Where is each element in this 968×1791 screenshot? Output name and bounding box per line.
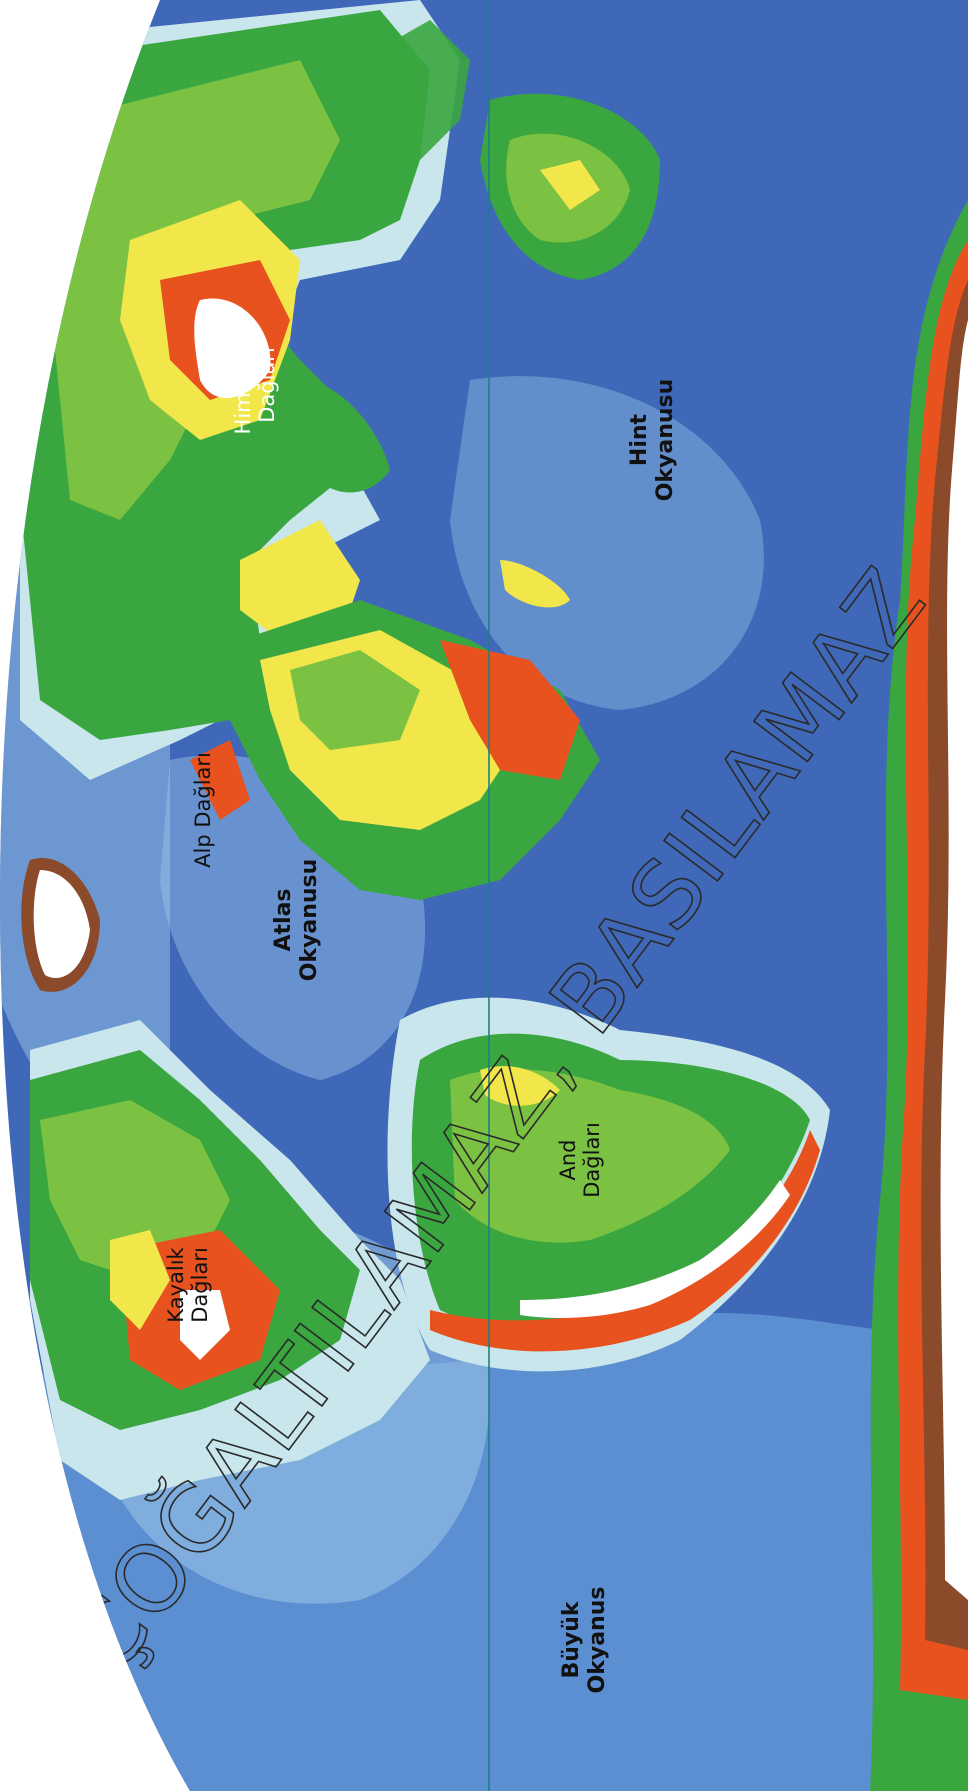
highland-east-africa (440, 640, 580, 780)
label-indian-line1: Hint (627, 413, 652, 466)
landmass-india (289, 380, 390, 493)
plateau-brazil (480, 1066, 560, 1106)
plains-eurasia (50, 60, 340, 520)
highland-australia (540, 160, 600, 210)
label-andes-line1: And (556, 1139, 580, 1180)
label-himalaya-line1: Himalaya (231, 336, 255, 435)
ice-andes (520, 1180, 790, 1318)
ice-greenland (33, 870, 90, 978)
label-rockies-line2: Dağları (188, 1247, 212, 1323)
ice-rockies (180, 1290, 230, 1360)
shallow-ocean-indian (450, 376, 764, 710)
label-pacific-line2: Okyanus (585, 1587, 610, 1694)
label-andes-line2: Dağları (580, 1122, 604, 1198)
plains-north-america (40, 1100, 230, 1280)
landmass-madagascar (500, 560, 570, 608)
ice-tibet (194, 298, 271, 399)
label-indian-line2: Okyanusu (653, 379, 678, 502)
label-himalaya-line2: Dağları (255, 347, 279, 423)
label-alps: Alp Dağları (191, 752, 215, 868)
plateau-rockies (110, 1230, 170, 1330)
plains-south-america (450, 1069, 730, 1243)
label-atlantic-line1: Atlas (271, 888, 296, 951)
label-rockies-line1: Kayalık (164, 1246, 188, 1322)
mountain-alps (190, 740, 250, 820)
plains-sahara (290, 650, 420, 750)
landmass-se-asia (360, 20, 470, 160)
ice-antarctica (940, 320, 968, 1600)
label-atlantic-line2: Okyanusu (297, 859, 322, 982)
label-pacific-line1: Büyük (559, 1600, 584, 1678)
